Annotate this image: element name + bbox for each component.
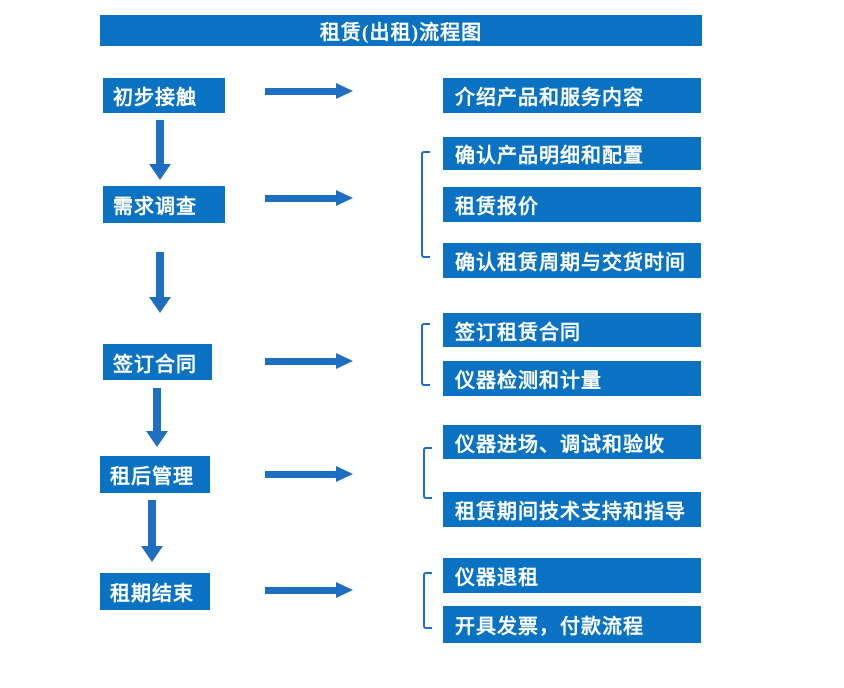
arrow-head [336,466,353,482]
step-box-3: 签订合同 [103,344,212,380]
arrow-shaft [265,357,336,365]
arrow-head [149,164,171,180]
detail-box: 仪器检测和计量 [443,361,701,396]
flowchart-title: 租赁(出租)流程图 [100,15,702,46]
bracket-connector [423,447,432,499]
arrow-head [336,582,353,598]
detail-box: 介绍产品和服务内容 [443,78,701,113]
bracket-connector [421,323,430,386]
step-box-4: 租后管理 [100,456,210,493]
detail-box: 确认产品明细和配置 [443,137,701,170]
step-box-1: 初步接触 [103,78,225,113]
arrow-right-icon [265,582,353,598]
step-box-2: 需求调查 [103,186,225,223]
detail-box: 租赁报价 [443,187,701,222]
arrow-head [146,431,168,447]
detail-box: 确认租赁周期与交货时间 [443,243,701,278]
detail-box: 开具发票，付款流程 [443,606,701,643]
bracket-connector [421,151,430,258]
detail-box: 仪器进场、调试和验收 [443,425,701,459]
arrow-right-icon [265,466,353,482]
arrow-right-icon [265,353,353,369]
arrow-down-icon [149,120,171,180]
arrow-shaft [265,470,336,478]
arrow-head [149,297,171,313]
detail-box: 租赁期间技术支持和指导 [443,492,701,527]
arrow-down-icon [141,500,163,562]
arrow-right-icon [265,83,353,99]
step-box-5: 租期结束 [100,573,210,610]
arrow-right-icon [265,190,353,206]
arrow-head [336,353,353,369]
detail-box: 仪器退租 [443,558,701,593]
bracket-connector [423,572,432,629]
arrow-shaft [265,194,336,202]
arrow-shaft [156,252,164,297]
arrow-shaft [265,87,336,95]
arrow-down-icon [149,252,171,313]
arrow-shaft [265,586,336,594]
detail-box: 签订租赁合同 [443,313,701,347]
arrow-head [141,546,163,562]
arrow-shaft [148,500,156,546]
arrow-down-icon [146,388,168,447]
arrow-shaft [156,120,164,164]
arrow-head [336,83,353,99]
arrow-head [336,190,353,206]
arrow-shaft [153,388,161,431]
